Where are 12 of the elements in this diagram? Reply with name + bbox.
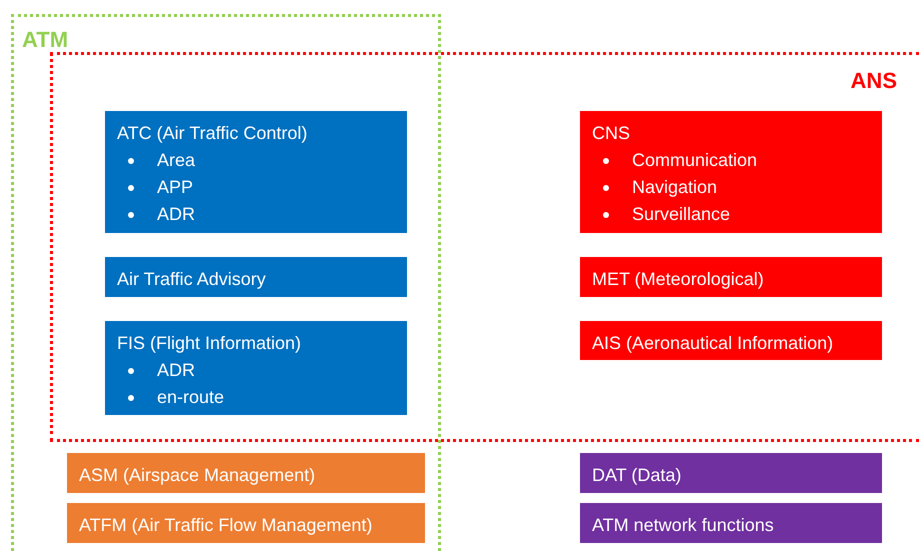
label-card: DAT (Data) xyxy=(580,453,882,493)
group-label: ANS xyxy=(850,68,897,94)
label-card: Air Traffic Advisory xyxy=(105,257,407,297)
label-card: ATFM (Air Traffic Flow Management) xyxy=(67,503,425,543)
label-card: ATM network functions xyxy=(580,503,882,543)
list-card: ATC (Air Traffic Control) Area APP ADR xyxy=(105,111,407,233)
group-label: ATM xyxy=(22,27,68,53)
label-card: AIS (Aeronautical Information) xyxy=(580,321,882,360)
list-card: CNS Communication Navigation Surveillance xyxy=(580,111,882,233)
label-card: MET (Meteorological) xyxy=(580,257,882,297)
list-card: FIS (Flight Information) ADR en-route xyxy=(105,321,407,415)
label-card: ASM (Airspace Management) xyxy=(67,453,425,493)
